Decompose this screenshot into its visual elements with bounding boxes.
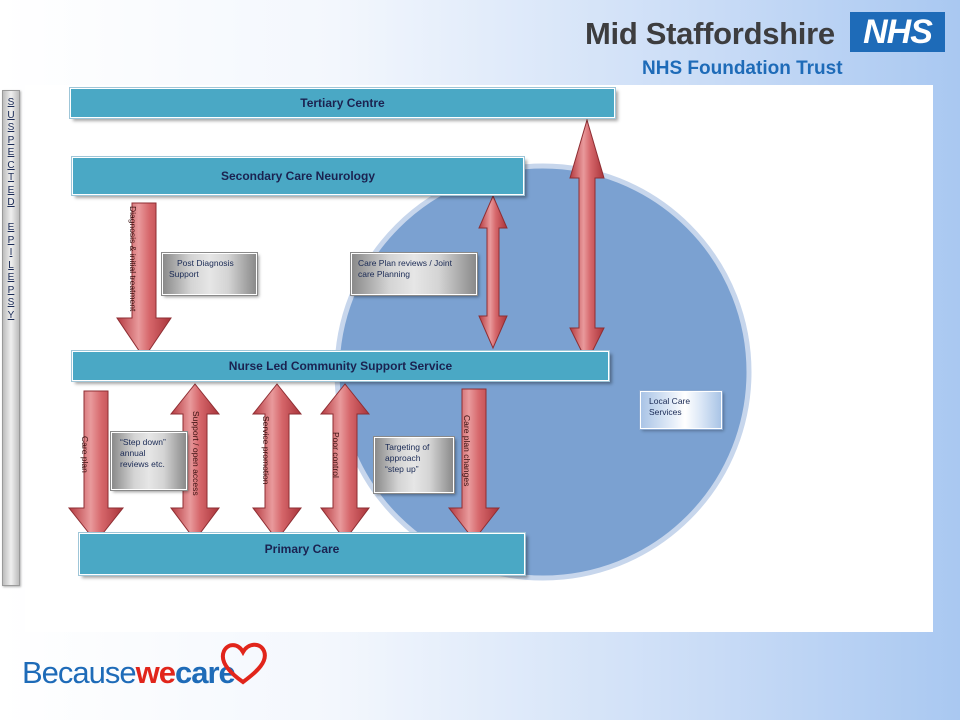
nurse-led-community-box[interactable]: Nurse Led Community Support Service [72,351,609,381]
local-care-services-note: Local Care Services [640,391,722,429]
sidebar-letter: E [7,147,15,158]
post-diagnosis-note: Post Diagnosis Support [162,253,257,295]
sidebar-letter: E [7,222,15,233]
secondary-care-neurology-box[interactable]: Secondary Care Neurology [72,157,524,195]
step-down-line2: annual [120,448,146,458]
care-plan-changes-arrow [447,388,501,541]
poor-control-label: Poor control [331,432,341,478]
sidebar-letter: P [7,134,15,146]
care-plan-changes-label: Care plan changes [462,415,472,487]
step-down-line3: reviews etc. [120,459,165,469]
post-diagnosis-line1: Post Diagnosis [177,258,234,268]
sidebar-letter: S [7,297,15,308]
sidebar-letter: U [7,109,15,121]
sidebar-letter: C [7,159,15,171]
sidebar-letter: I [9,247,13,258]
sidebar-letter: L [8,259,14,271]
sidebar-letter: E [7,184,15,196]
sidebar-letter: P [7,234,15,246]
service-promotion-label: Service promotion [261,416,271,485]
tertiary-centre-box[interactable]: Tertiary Centre [70,88,615,118]
sidebar-letter: E [7,272,15,283]
care-plan-arrow-label: Care plan [80,436,90,473]
sidebar-letter: T [7,172,15,183]
logo-we: we [135,655,176,690]
org-name: Mid Staffordshire [585,16,835,51]
targeting-line3: “step up” [385,464,419,474]
diagnosis-arrow [116,202,172,359]
care-plan-reviews-line2: care Planning [358,269,410,279]
nhs-logo: NHS [850,12,945,52]
targeting-note: Targeting of approach “step up” [374,437,454,493]
targeting-line2: approach [385,453,421,463]
org-subtitle: NHS Foundation Trust [642,58,843,79]
diagnosis-arrow-label: Diagnosis & initial treatment [128,206,138,312]
sidebar-letter: P [7,284,15,296]
sidebar-letter: D [7,197,15,208]
step-down-line1: “Step down” [120,437,166,447]
post-diagnosis-line2: Support [169,269,199,279]
logo-because: Because [22,655,137,690]
sidebar-letter: Y [7,309,15,321]
step-down-note: “Step down” annual reviews etc. [111,432,187,490]
primary-care-box[interactable]: Primary Care [79,533,525,575]
care-plan-arrow [67,390,125,543]
because-we-care-logo: Becausewecare [22,655,236,691]
local-care-line2: Services [649,407,682,417]
sidebar-letter: S [7,97,15,108]
targeting-line1: Targeting of [385,442,430,452]
support-open-access-label: Support / open access [191,411,201,496]
care-plan-reviews-note: Care Plan reviews / Joint care Planning [351,253,477,295]
care-plan-reviews-line1: Care Plan reviews / Joint [358,258,453,268]
care-plan-reviews-arrow [478,194,508,350]
heart-icon [220,642,267,685]
sidebar-letter: S [7,122,15,133]
local-care-line1: Local Care [649,396,691,406]
